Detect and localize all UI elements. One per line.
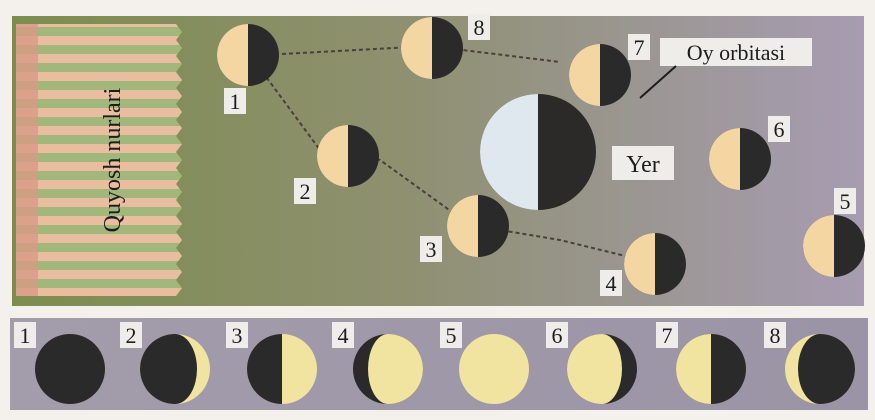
moon-4 xyxy=(624,233,686,295)
moon-5 xyxy=(803,215,865,277)
svg-text:3: 3 xyxy=(426,237,437,262)
phase-5 xyxy=(459,334,529,404)
svg-text:6: 6 xyxy=(774,117,785,142)
moon-number-8: 8 xyxy=(468,14,490,40)
top-panel: Quyosh nurlari Yer Oy orbitasi xyxy=(12,14,865,306)
phase-number-3: 3 xyxy=(226,322,248,348)
phase-2 xyxy=(140,334,210,404)
svg-text:7: 7 xyxy=(634,35,645,60)
phase-number-8: 8 xyxy=(764,322,786,348)
phase-number-4: 4 xyxy=(332,322,354,348)
phase-7 xyxy=(676,334,746,404)
svg-text:8: 8 xyxy=(474,15,485,40)
svg-text:6: 6 xyxy=(552,323,563,348)
moon-number-1: 1 xyxy=(224,88,246,114)
svg-text:3: 3 xyxy=(232,323,243,348)
moon-number-4: 4 xyxy=(600,270,622,296)
phase-number-7: 7 xyxy=(656,322,678,348)
phase-3 xyxy=(247,334,317,404)
phase-number-6: 6 xyxy=(546,322,568,348)
moon-8 xyxy=(401,17,463,79)
moon-number-5: 5 xyxy=(834,188,856,214)
moon-number-7: 7 xyxy=(628,34,650,60)
svg-text:5: 5 xyxy=(840,189,851,214)
svg-text:5: 5 xyxy=(446,323,457,348)
sunlight-label: Quyosh nurlari xyxy=(100,87,126,232)
svg-text:2: 2 xyxy=(126,323,137,348)
svg-text:1: 1 xyxy=(230,89,241,114)
moon-number-3: 3 xyxy=(420,236,442,262)
moon-2 xyxy=(317,125,379,187)
moon-3 xyxy=(447,195,509,257)
moon-number-6: 6 xyxy=(768,116,790,142)
phase-number-1: 1 xyxy=(14,322,36,348)
moon-6 xyxy=(709,128,771,190)
orbit-label: Oy orbitasi xyxy=(687,40,785,65)
svg-text:4: 4 xyxy=(338,323,349,348)
svg-text:2: 2 xyxy=(300,179,311,204)
phase-number-2: 2 xyxy=(120,322,142,348)
phase-number-5: 5 xyxy=(440,322,462,348)
earth-label: Yer xyxy=(626,152,660,178)
moon-number-2: 2 xyxy=(294,178,316,204)
bottom-panel: 1 2 3 4 5 6 7 8 xyxy=(10,318,868,410)
phase-8 xyxy=(785,334,855,404)
svg-text:Quyosh nurlari: Quyosh nurlari xyxy=(100,87,126,232)
svg-text:4: 4 xyxy=(606,271,617,296)
svg-text:8: 8 xyxy=(770,323,781,348)
moon-1 xyxy=(217,24,279,86)
phase-1 xyxy=(35,334,105,404)
svg-text:1: 1 xyxy=(20,323,31,348)
moon-7 xyxy=(569,44,631,106)
earth xyxy=(480,94,596,210)
phase-4 xyxy=(353,334,423,404)
phase-6 xyxy=(567,334,637,404)
svg-text:7: 7 xyxy=(662,323,673,348)
